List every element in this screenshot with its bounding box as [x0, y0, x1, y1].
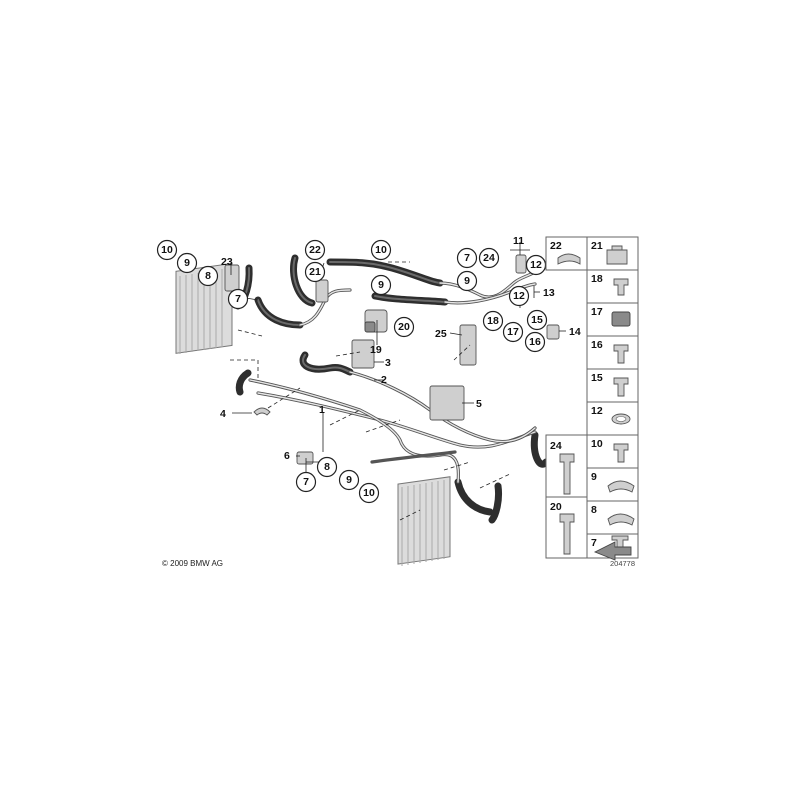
svg-text:7: 7	[303, 476, 309, 488]
callout-18: 18	[482, 310, 504, 332]
hoses	[234, 254, 550, 524]
bolt-icon-16	[613, 344, 629, 364]
svg-text:17: 17	[507, 326, 519, 338]
svg-text:10: 10	[161, 244, 173, 256]
panel-label-22: 22	[550, 240, 562, 252]
svg-text:24: 24	[483, 252, 495, 264]
label-1: 1	[319, 404, 325, 416]
callout-8-top-left: 8	[197, 265, 219, 287]
svg-text:15: 15	[531, 314, 543, 326]
label-23: 23	[221, 256, 233, 268]
arrow-icon	[593, 541, 632, 561]
panel-label-8: 8	[591, 504, 597, 516]
panel-label-21: 21	[591, 240, 603, 252]
callout-10-top-left: 10	[156, 239, 178, 261]
panel-label-7: 7	[591, 537, 597, 549]
callout-10-top: 10	[370, 239, 392, 261]
svg-text:10: 10	[363, 487, 375, 499]
svg-text:20: 20	[398, 321, 410, 333]
panel-label-16: 16	[591, 339, 603, 351]
callout-21-top: 21	[304, 261, 326, 283]
label-5: 5	[476, 398, 482, 410]
nut-icon-17	[611, 311, 631, 327]
svg-text:9: 9	[184, 257, 190, 269]
svg-text:9: 9	[464, 275, 470, 287]
label-4: 4	[220, 408, 226, 420]
reference-number: 204778	[610, 559, 635, 568]
parts-panel: 22 21 18 17 16 15 12 10 9 8 7 24 20	[545, 236, 639, 561]
svg-text:8: 8	[324, 461, 330, 473]
clip-icon-8	[607, 513, 635, 526]
callout-24-top: 24	[478, 247, 500, 269]
bolt-icon-20	[559, 513, 575, 555]
panel-label-15: 15	[591, 372, 603, 384]
clip-icon-9	[607, 480, 635, 493]
label-25: 25	[435, 328, 447, 340]
callout-15: 15	[526, 309, 548, 331]
panel-label-10: 10	[591, 438, 603, 450]
callout-20: 20	[393, 316, 415, 338]
svg-text:10: 10	[375, 244, 387, 256]
bolt-icon-18	[613, 278, 629, 296]
clip-icon-22	[557, 253, 581, 265]
callout-17: 17	[502, 321, 524, 343]
svg-text:9: 9	[346, 474, 352, 486]
callout-7-top-left: 7	[227, 288, 249, 310]
oil-cooler-upper	[175, 262, 233, 354]
svg-text:7: 7	[235, 293, 241, 305]
copyright-text: © 2009 BMW AG	[162, 559, 223, 568]
callout-9-top-left: 9	[176, 252, 198, 274]
callout-10-bottom: 10	[358, 482, 380, 504]
clamp-icon-21	[606, 245, 628, 265]
svg-text:12: 12	[530, 259, 542, 271]
label-3: 3	[385, 357, 391, 369]
label-13: 13	[543, 287, 555, 299]
pipes	[248, 270, 537, 484]
callout-9-top-right: 9	[456, 270, 478, 292]
callout-16: 16	[524, 331, 546, 353]
panel-label-24: 24	[550, 440, 562, 452]
bolt-icon-10	[613, 443, 629, 463]
oil-cooler-lower	[397, 476, 451, 566]
label-11: 11	[513, 235, 524, 247]
callout-22-top: 22	[304, 239, 326, 261]
label-6: 6	[284, 450, 290, 462]
callout-12-top-right: 12	[525, 254, 547, 276]
svg-text:8: 8	[205, 270, 211, 282]
label-14: 14	[569, 326, 581, 338]
svg-text:12: 12	[513, 290, 525, 302]
callout-12-mid-right: 12	[508, 285, 530, 307]
label-2: 2	[381, 374, 387, 386]
bolt-icon-15	[613, 377, 629, 397]
svg-text:22: 22	[309, 244, 321, 256]
panel-label-20: 20	[550, 501, 562, 513]
svg-text:18: 18	[487, 315, 499, 327]
svg-text:16: 16	[529, 336, 541, 348]
callout-7-top-right: 7	[456, 247, 478, 269]
callout-9-bottom: 9	[338, 469, 360, 491]
panel-label-12: 12	[591, 405, 603, 417]
panel-label-17: 17	[591, 306, 603, 318]
svg-text:7: 7	[464, 252, 470, 264]
bolt-icon-24	[559, 453, 575, 495]
label-19: 19	[370, 344, 382, 356]
callout-7-bottom: 7	[295, 471, 317, 493]
callout-9-top: 9	[370, 274, 392, 296]
panel-label-18: 18	[591, 273, 603, 285]
svg-text:9: 9	[378, 279, 384, 291]
panel-label-9: 9	[591, 471, 597, 483]
callouts: 10 9 8 7 23 22 21 10 9 7 9 24 11 12 12 1…	[156, 235, 581, 504]
svg-text:21: 21	[309, 266, 321, 278]
callout-8-bottom: 8	[316, 456, 338, 478]
